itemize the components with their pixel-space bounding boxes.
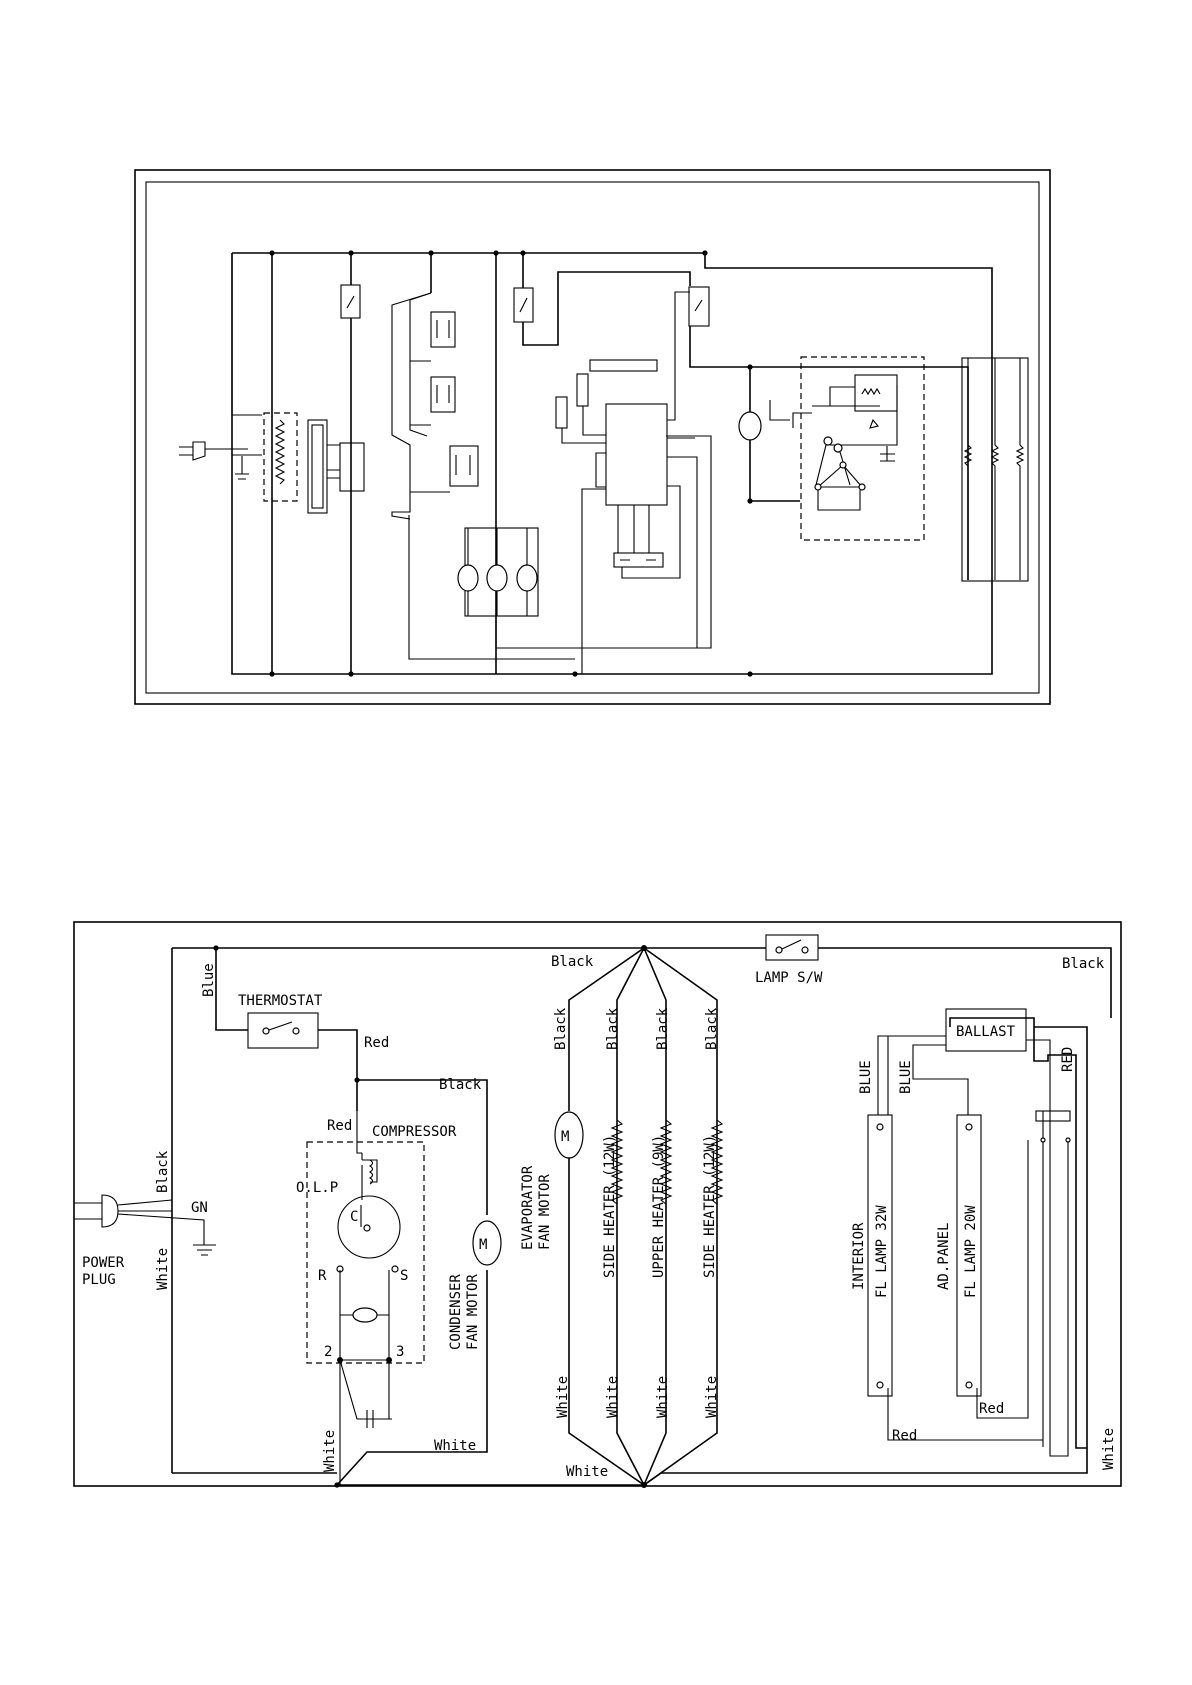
compressor-box bbox=[306, 1141, 425, 1364]
label-r: R bbox=[318, 1268, 327, 1284]
label-white-v2: White bbox=[605, 1376, 621, 1418]
node-3-dot bbox=[386, 1357, 392, 1363]
label-black-top: Black bbox=[551, 954, 594, 970]
motor-return-wire bbox=[495, 435, 712, 649]
label-black-v1: Black bbox=[553, 1007, 569, 1050]
inner-frame bbox=[145, 181, 1040, 694]
label-red-lamp1: Red bbox=[892, 1428, 917, 1444]
label-black-plug: Black bbox=[155, 1150, 171, 1193]
label-2: 2 bbox=[324, 1344, 332, 1360]
evap-motor-m: M bbox=[561, 1129, 569, 1145]
connector-block-left bbox=[307, 419, 365, 514]
condenser-motor-top bbox=[738, 411, 762, 441]
label-interior: INTERIOR bbox=[851, 1222, 867, 1290]
adpanel-fl-lamp bbox=[956, 1114, 982, 1397]
lamp-connector bbox=[1035, 1110, 1071, 1122]
label-c: C bbox=[350, 1209, 358, 1225]
label-plug: PLUG bbox=[82, 1272, 116, 1288]
label-blue-1: BLUE bbox=[858, 1060, 874, 1094]
switch-2 bbox=[513, 287, 534, 323]
label-white-right: White bbox=[1101, 1428, 1117, 1470]
label-upper-heater: UPPER HEATER (9W) bbox=[651, 1135, 667, 1278]
label-side-heater-1: SIDE HEATER (12W) bbox=[602, 1135, 618, 1278]
control-board bbox=[555, 291, 698, 674]
label-black-right: Black bbox=[1062, 956, 1105, 972]
label-white-bottom-left: White bbox=[322, 1430, 338, 1472]
label-white-v4: White bbox=[704, 1376, 720, 1418]
label-3: 3 bbox=[396, 1344, 404, 1360]
switch-3 bbox=[688, 286, 710, 327]
evaporator-fan-motor: M bbox=[554, 1111, 584, 1159]
label-black-compressor: Black bbox=[439, 1077, 482, 1093]
ballast-label: BALLAST bbox=[956, 1024, 1016, 1040]
label-white-compressor: White bbox=[434, 1438, 476, 1454]
label-fl-lamp-32: FL LAMP 32W bbox=[874, 1205, 890, 1298]
ballast-box bbox=[945, 1008, 1027, 1052]
compressor-internals bbox=[769, 374, 898, 511]
label-condenser: CONDENSER bbox=[448, 1274, 464, 1350]
thermostat-label: THERMOSTAT bbox=[238, 993, 323, 1009]
node-2-dot bbox=[337, 1357, 343, 1363]
lamp-sw-label: LAMP S/W bbox=[755, 970, 823, 986]
lamp-resistors bbox=[963, 358, 1025, 580]
label-black-v4: Black bbox=[704, 1007, 720, 1050]
bottom-frame bbox=[73, 921, 1122, 1487]
thermostat-switch: THERMOSTAT bbox=[238, 993, 323, 1049]
heater-resistor bbox=[274, 419, 286, 485]
condenser-motor-m: M bbox=[479, 1237, 487, 1253]
bottom-junction-dots bbox=[213, 945, 647, 1488]
lamp-switch: LAMP S/W bbox=[755, 934, 823, 986]
label-white-plug: White bbox=[155, 1248, 171, 1290]
interior-fl-lamp bbox=[867, 1114, 893, 1397]
label-gn: GN bbox=[191, 1200, 208, 1216]
label-compressor: COMPRESSOR bbox=[372, 1124, 457, 1140]
label-white-v3: White bbox=[655, 1376, 671, 1418]
label-power: POWER bbox=[82, 1255, 125, 1271]
label-black-v2: Black bbox=[605, 1007, 621, 1050]
label-fl-lamp-20: FL LAMP 20W bbox=[963, 1205, 979, 1298]
compressor-relay-box bbox=[800, 356, 925, 541]
label-white-v1: White bbox=[555, 1376, 571, 1418]
junction-dots bbox=[269, 250, 753, 677]
label-black-v3: Black bbox=[655, 1007, 671, 1050]
label-fan-motor-e: FAN MOTOR bbox=[537, 1174, 553, 1250]
switch-1 bbox=[340, 284, 361, 319]
label-red-lamp2: Red bbox=[979, 1401, 1004, 1417]
power-plug-symbol bbox=[179, 253, 262, 480]
label-evaporator: EVAPORATOR bbox=[520, 1165, 536, 1250]
condenser-fan-motor: M bbox=[472, 1220, 502, 1266]
compressor-internals-bottom bbox=[336, 1111, 401, 1485]
label-olp: O.L.P bbox=[296, 1180, 338, 1196]
label-s: S bbox=[400, 1268, 408, 1284]
label-white-bottom-center: White bbox=[566, 1464, 608, 1480]
fan-motor-trio bbox=[457, 527, 539, 617]
label-red-thermostat: Red bbox=[364, 1035, 389, 1051]
outer-frame bbox=[134, 169, 1051, 705]
relay-group bbox=[391, 292, 575, 660]
bottom-main-wires bbox=[171, 947, 1112, 1486]
label-side-heater-2: SIDE HEATER (12W) bbox=[702, 1135, 718, 1278]
label-blue-left: Blue bbox=[201, 963, 217, 997]
label-blue-2: BLUE bbox=[898, 1060, 914, 1094]
lamp-end-caps bbox=[876, 1123, 1071, 1389]
label-red-compressor: Red bbox=[327, 1118, 352, 1134]
label-fan-motor-c: FAN MOTOR bbox=[465, 1274, 481, 1350]
label-red-ballast: RED bbox=[1060, 1047, 1076, 1072]
schematic-diagram-top bbox=[134, 169, 1051, 705]
power-plug bbox=[74, 1194, 216, 1256]
heater-zigzags bbox=[610, 1119, 724, 1205]
label-ad-panel: AD.PANEL bbox=[936, 1223, 952, 1290]
